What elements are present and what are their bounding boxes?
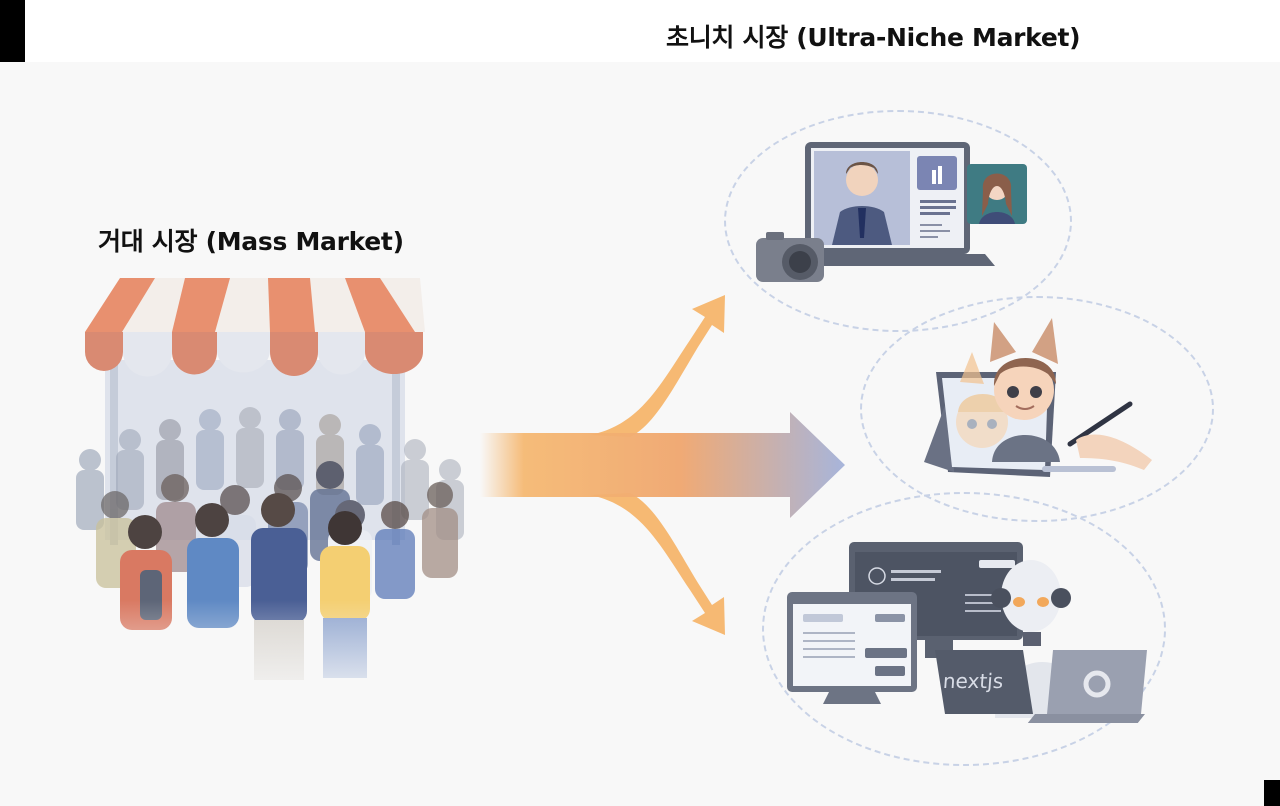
- nextjs-laptop-label: nextjs: [942, 669, 1004, 693]
- corner-mark-top-left: [0, 0, 25, 62]
- niche-bubble-video-consulting: [724, 110, 1072, 332]
- niche-bubble-ai-web-dev: [762, 492, 1166, 766]
- character-art-illustration: [924, 318, 1152, 477]
- branching-arrow: [480, 295, 845, 635]
- ai-web-dev-illustration: nextjs: [787, 542, 1147, 723]
- mass-market-title: 거대 시장 (Mass Market): [98, 227, 404, 256]
- video-consulting-illustration: [756, 142, 1027, 282]
- market-stall-illustration: [30, 270, 490, 710]
- corner-mark-bottom-right: [1264, 780, 1280, 806]
- niche-market-title: 초니치 시장 (Ultra-Niche Market): [666, 23, 1081, 52]
